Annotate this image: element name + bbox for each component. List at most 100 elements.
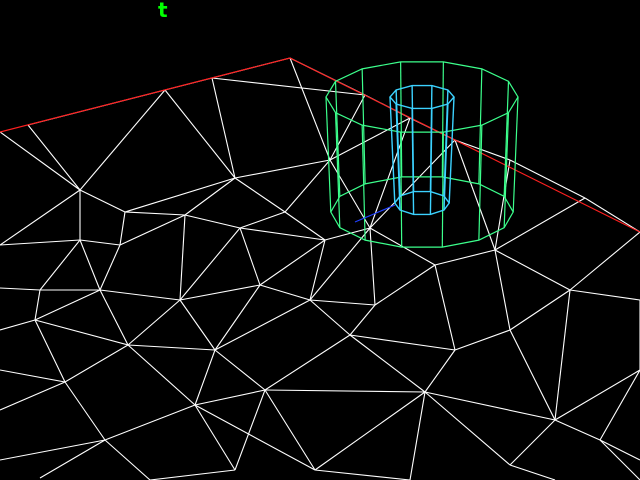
mesh-edge [211, 77, 236, 179]
mesh-edge [264, 334, 351, 391]
mesh-edge [149, 469, 236, 480]
mesh-edge [34, 319, 66, 383]
axis-line [354, 204, 396, 223]
mesh-edge [99, 289, 181, 301]
mesh-edge [599, 439, 640, 461]
mesh-edge [79, 89, 166, 191]
mesh-edge [314, 391, 426, 471]
mesh-edge [434, 249, 496, 266]
mesh-edge [124, 211, 186, 216]
mesh-edge [119, 211, 126, 246]
outer-cylinder-rib [503, 112, 510, 228]
mesh-edge [214, 284, 261, 351]
mesh-edge [599, 369, 640, 441]
mesh-edge [27, 124, 81, 191]
mesh-edge [0, 381, 66, 411]
mesh-edge [184, 177, 236, 216]
mesh-edge [214, 299, 311, 351]
mesh-edge [239, 211, 286, 229]
mesh-edge [554, 369, 640, 421]
mesh-edge [284, 159, 331, 213]
outer-cylinder-rib [334, 112, 341, 228]
mesh-edge [0, 439, 106, 461]
mesh-edge [289, 57, 331, 161]
mesh-edge [179, 227, 241, 301]
mesh-edge [309, 299, 376, 306]
mesh-edge [424, 349, 456, 393]
outer-cylinder-rib [400, 61, 403, 177]
mesh-edge [104, 439, 151, 480]
mesh-edge [309, 239, 326, 301]
mesh-edge [329, 159, 371, 229]
mesh-edge [309, 299, 351, 336]
mesh-edge [494, 159, 511, 251]
mesh-edge [79, 189, 126, 213]
mesh-edge [0, 131, 81, 191]
mesh-edge [329, 94, 366, 161]
mesh-edge [214, 349, 266, 391]
terrain-mesh [0, 57, 640, 480]
mesh-edge [127, 344, 216, 351]
mesh-edge [0, 239, 81, 246]
outer-cylinder-rib [325, 96, 332, 213]
mesh-edge [0, 319, 36, 331]
outer-cylinder-rib [361, 68, 366, 184]
outer-cylinder-rib [512, 96, 519, 213]
mesh-edge [424, 391, 511, 466]
outer-cylinder-rib [478, 125, 483, 241]
mesh-edge [569, 289, 640, 301]
mesh-edge [39, 439, 106, 479]
mesh-edge [509, 419, 556, 466]
mesh-edge [124, 177, 236, 213]
mesh-edge [211, 77, 366, 96]
mesh-edge [64, 344, 129, 383]
mesh-edge [194, 389, 266, 406]
mesh-edge [509, 464, 556, 480]
mesh-edge [349, 304, 376, 336]
overlay-label: t [158, 0, 168, 22]
mesh-edge [179, 299, 216, 351]
mesh-edge [569, 231, 640, 291]
outer-cylinder-rib [478, 68, 483, 184]
mesh-edge [0, 369, 66, 383]
mesh-edge [127, 299, 181, 346]
mesh-edge [164, 89, 236, 179]
inner-cylinder-rib [395, 89, 401, 196]
mesh-edge [424, 391, 556, 421]
mesh-edge [239, 227, 326, 241]
mesh-edge [99, 244, 121, 291]
mesh-edge [104, 404, 196, 441]
mesh-edge [99, 289, 129, 346]
mesh-edge [127, 344, 196, 406]
mesh-edge [259, 239, 326, 286]
mesh-edge [179, 284, 261, 301]
mesh-edge [0, 287, 41, 291]
boundary-edge [0, 57, 640, 233]
inner-cylinder-wireframe [389, 84, 455, 216]
mesh-edge [79, 239, 101, 291]
outer-cylinder-rib [441, 61, 444, 177]
mesh-edge [0, 189, 81, 246]
mesh-edge [194, 404, 316, 471]
mesh-edge [554, 289, 571, 421]
mesh-edge [39, 239, 81, 291]
mesh-edge [119, 214, 186, 246]
outer-cylinder-rib [503, 81, 510, 197]
mesh-edge [264, 389, 426, 393]
mesh-edge [34, 319, 129, 346]
mesh-edge [234, 177, 286, 213]
outer-cylinder-rib [334, 81, 341, 197]
mesh-edge [284, 211, 326, 241]
axis-segment [354, 204, 396, 223]
mesh-edge [554, 419, 601, 441]
inner-cylinder-rib [389, 96, 396, 204]
mesh-edge [454, 139, 496, 251]
mesh-edge [434, 264, 456, 351]
mesh-edge [509, 329, 556, 421]
inner-cylinder-rib [411, 85, 415, 192]
mesh-edge [454, 329, 511, 351]
inner-cylinder-rib [443, 89, 449, 196]
mesh-edge [234, 389, 266, 471]
mesh-edge [374, 264, 436, 306]
